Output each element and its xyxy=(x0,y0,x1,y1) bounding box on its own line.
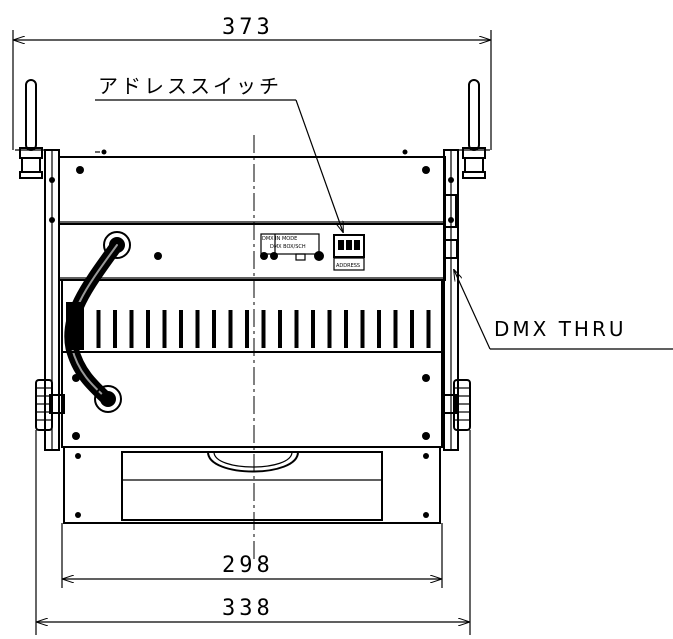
dimension-338: 338 xyxy=(35,430,471,635)
heat-sink-fins xyxy=(80,310,431,348)
body-lower-panel xyxy=(61,351,443,448)
mounting-rod-right xyxy=(458,79,490,179)
heat-sink-fin xyxy=(327,310,332,348)
heat-sink-fin xyxy=(278,310,282,348)
address-switch-label: アドレススイッチ xyxy=(98,74,282,98)
heat-sink xyxy=(61,279,443,353)
heat-sink-fin xyxy=(129,310,134,348)
dimension-373-label: 373 xyxy=(222,15,274,40)
front-lens-panel xyxy=(63,446,441,524)
heat-sink-fin xyxy=(113,310,117,348)
dmx-connector-block: DMX IN MODE DMX BOX/SCH xyxy=(260,233,324,261)
heat-sink-fin xyxy=(195,310,200,348)
heat-sink-fin xyxy=(162,310,167,348)
dimension-373: 373 xyxy=(12,15,492,150)
panel-marking-top: DMX IN MODE xyxy=(262,236,297,242)
power-cable xyxy=(64,238,124,413)
heat-sink-fin xyxy=(377,310,381,348)
address-switch-callout: アドレススイッチ xyxy=(95,74,343,232)
mounting-rod-left xyxy=(15,79,47,179)
side-bracket-right xyxy=(443,149,459,451)
heat-sink-fin xyxy=(426,310,431,348)
heat-sink-fin xyxy=(294,310,299,348)
dimension-298: 298 xyxy=(61,523,443,588)
heat-sink-fin xyxy=(179,310,183,348)
body-top-panel xyxy=(58,149,446,225)
heat-sink-fin xyxy=(410,310,414,348)
heat-sink-fin xyxy=(245,310,249,348)
dimension-298-label: 298 xyxy=(222,553,274,578)
dimension-338-label: 338 xyxy=(222,596,274,621)
address-plate-label: ADDRESS xyxy=(336,263,360,269)
dmx-thru-label: DMX THRU xyxy=(494,317,627,341)
panel-marking-bottom: DMX BOX/SCH xyxy=(270,244,306,250)
dmx-thru-callout: DMX THRU xyxy=(454,270,673,350)
heat-sink-fin xyxy=(261,310,266,348)
heat-sink-fin xyxy=(393,310,398,348)
heat-sink-fin xyxy=(360,310,365,348)
heat-sink-fin xyxy=(311,310,315,348)
heat-sink-fin xyxy=(228,310,233,348)
knob-right xyxy=(441,379,471,431)
address-switch: ADDRESS xyxy=(333,234,365,271)
knob-left xyxy=(35,379,65,431)
heat-sink-fin xyxy=(96,310,101,348)
heat-sink-fin xyxy=(344,310,348,348)
heat-sink-fin xyxy=(212,310,216,348)
heat-sink-fin xyxy=(146,310,150,348)
